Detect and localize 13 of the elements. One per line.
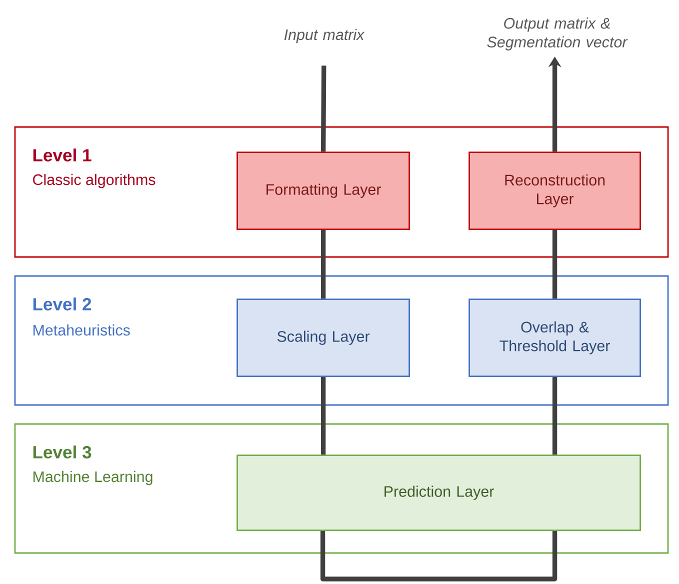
- flow-line: [320, 230, 326, 299]
- layer-box: Reconstruction Layer: [468, 152, 641, 230]
- layer-box: Formatting Layer: [236, 152, 410, 230]
- flow-line: [552, 377, 558, 455]
- flow-line: [552, 230, 558, 299]
- flow-line: [320, 66, 326, 152]
- io-label: Input matrix: [284, 28, 365, 44]
- layer-box: Scaling Layer: [236, 298, 410, 377]
- loop-line: [320, 531, 558, 582]
- io-label: Output matrix & Segmentation vector: [487, 18, 628, 50]
- flow-line: [320, 377, 326, 455]
- layer-box: Overlap & Threshold Layer: [468, 298, 641, 377]
- layer-box: Prediction Layer: [236, 454, 641, 531]
